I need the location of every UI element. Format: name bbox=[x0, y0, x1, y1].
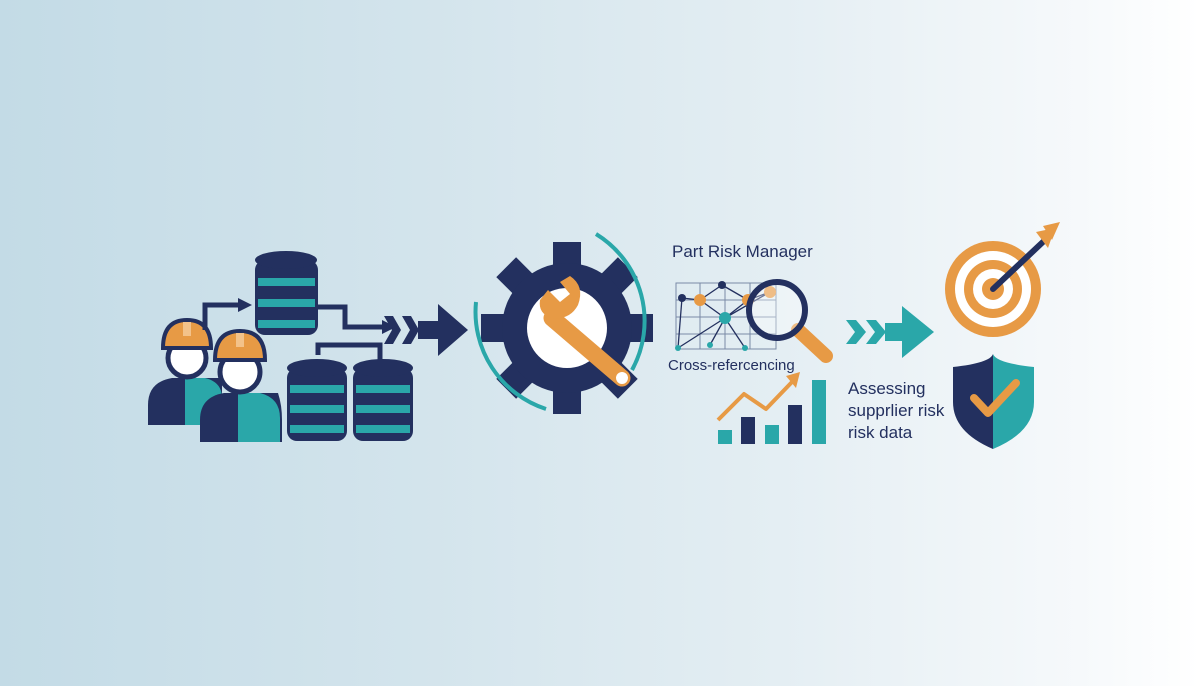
shield-check-icon bbox=[953, 354, 1034, 449]
wrench-icon bbox=[539, 276, 631, 387]
bar-chart-icon bbox=[716, 372, 826, 444]
database-icon bbox=[255, 251, 318, 335]
flow-arrow-icon bbox=[846, 306, 934, 358]
rotation-arc-icon bbox=[473, 232, 647, 411]
connector-arrow-icon bbox=[202, 298, 396, 360]
database-icon bbox=[353, 359, 413, 441]
assessing-line-3: risk data bbox=[848, 423, 913, 442]
part-risk-manager-label: Part Risk Manager bbox=[672, 242, 813, 261]
cross-referencing-label: Cross-refercencing bbox=[668, 357, 795, 374]
target-icon bbox=[945, 222, 1060, 337]
workers-icon bbox=[148, 317, 282, 442]
flow-arrow-icon bbox=[384, 304, 468, 356]
magnifier-icon bbox=[746, 279, 833, 363]
assessing-line-2: supprlier risk bbox=[848, 401, 945, 420]
assessing-line-1: Assessing bbox=[848, 379, 926, 398]
assessing-label: Assessing supprlier risk risk data bbox=[848, 378, 944, 444]
database-icon bbox=[287, 359, 347, 441]
